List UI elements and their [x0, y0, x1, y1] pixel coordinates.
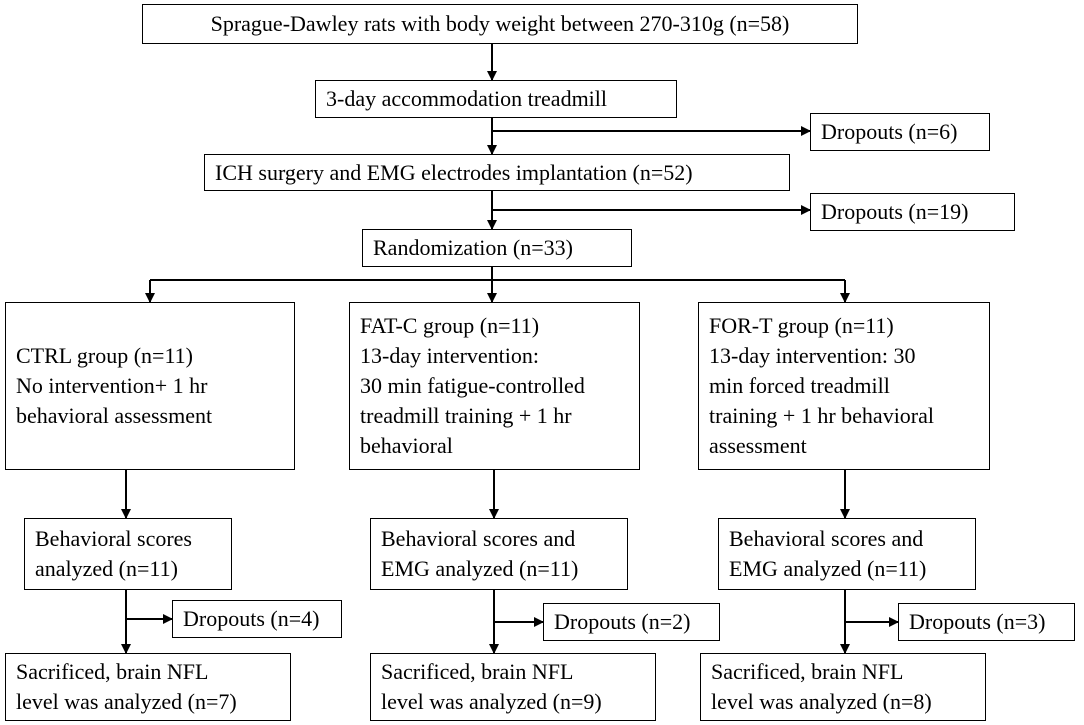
ctrl-group-line: CTRL group (n=11) [16, 343, 193, 368]
randomization-box: Randomization (n=33) [362, 229, 632, 267]
fort-final-box: Sacrificed, brain NFL level was analyzed… [700, 653, 986, 721]
ctrl-group-box: CTRL group (n=11) No intervention+ 1 hr … [5, 302, 295, 470]
fort-group-box: FOR-T group (n=11) 13-day intervention: … [698, 302, 990, 470]
fort-group-line: min forced treadmill [709, 373, 890, 398]
fort-final-line: level was analyzed (n=8) [711, 689, 932, 714]
fatc-final-box: Sacrificed, brain NFL level was analyzed… [370, 653, 656, 721]
dropout-1-line: Dropouts (n=6) [821, 119, 958, 144]
fatc-group-line: FAT-C group (n=11) [360, 313, 540, 338]
fort-group-line: FOR-T group (n=11) [709, 313, 894, 338]
fatc-group-line: behavioral [360, 433, 453, 458]
fatc-final-line: level was analyzed (n=9) [381, 689, 602, 714]
fatc-group-box: FAT-C group (n=11) 13-day intervention: … [349, 302, 640, 470]
ctrl-final-line: level was analyzed (n=7) [16, 689, 237, 714]
ctrl-group-line: No intervention+ 1 hr [16, 373, 208, 398]
dropout-box-1: Dropouts (n=6) [810, 113, 990, 151]
fort-group-line: training + 1 hr behavioral [709, 403, 935, 428]
ctrl-analysis-line: Behavioral scores [35, 526, 192, 551]
fort-group-line: assessment [709, 433, 807, 458]
ctrl-analysis-box: Behavioral scores analyzed (n=11) [24, 518, 232, 590]
fort-final-line: Sacrificed, brain NFL [711, 659, 904, 684]
title-line: Sprague-Dawley rats with body weight bet… [210, 11, 790, 36]
fatc-group-line: treadmill training + 1 hr [360, 403, 572, 428]
title-box: Sprague-Dawley rats with body weight bet… [142, 4, 858, 44]
surgery-line: ICH surgery and EMG electrodes implantat… [215, 160, 693, 185]
fort-dropout-box: Dropouts (n=3) [898, 603, 1075, 641]
fatc-dropout-line: Dropouts (n=2) [554, 609, 691, 634]
fatc-dropout-box: Dropouts (n=2) [543, 603, 720, 641]
ctrl-dropout-box: Dropouts (n=4) [172, 600, 342, 638]
dropout-box-2: Dropouts (n=19) [810, 193, 1015, 231]
fort-analysis-line: Behavioral scores and [729, 526, 924, 551]
fort-analysis-box: Behavioral scores and EMG analyzed (n=11… [718, 518, 976, 590]
ctrl-final-line: Sacrificed, brain NFL [16, 659, 209, 684]
fatc-final-line: Sacrificed, brain NFL [381, 659, 574, 684]
fatc-analysis-line: EMG analyzed (n=11) [381, 556, 579, 581]
ctrl-analysis-line: analyzed (n=11) [35, 556, 178, 581]
fort-dropout-line: Dropouts (n=3) [909, 609, 1046, 634]
accommodation-box: 3-day accommodation treadmill [315, 80, 677, 118]
fort-analysis-line: EMG analyzed (n=11) [729, 556, 927, 581]
fort-group-line: 13-day intervention: 30 [709, 343, 916, 368]
surgery-box: ICH surgery and EMG electrodes implantat… [204, 154, 790, 191]
ctrl-dropout-line: Dropouts (n=4) [183, 606, 320, 631]
fatc-group-line: 13-day intervention: [360, 343, 540, 368]
accommodation-line: 3-day accommodation treadmill [326, 86, 608, 111]
ctrl-final-box: Sacrificed, brain NFL level was analyzed… [5, 653, 291, 721]
fatc-group-line: 30 min fatigue-controlled [360, 373, 585, 398]
fatc-analysis-box: Behavioral scores and EMG analyzed (n=11… [370, 518, 628, 590]
fatc-analysis-line: Behavioral scores and [381, 526, 576, 551]
dropout-2-line: Dropouts (n=19) [821, 199, 969, 224]
randomization-line: Randomization (n=33) [373, 235, 573, 260]
ctrl-group-line: behavioral assessment [16, 403, 213, 428]
